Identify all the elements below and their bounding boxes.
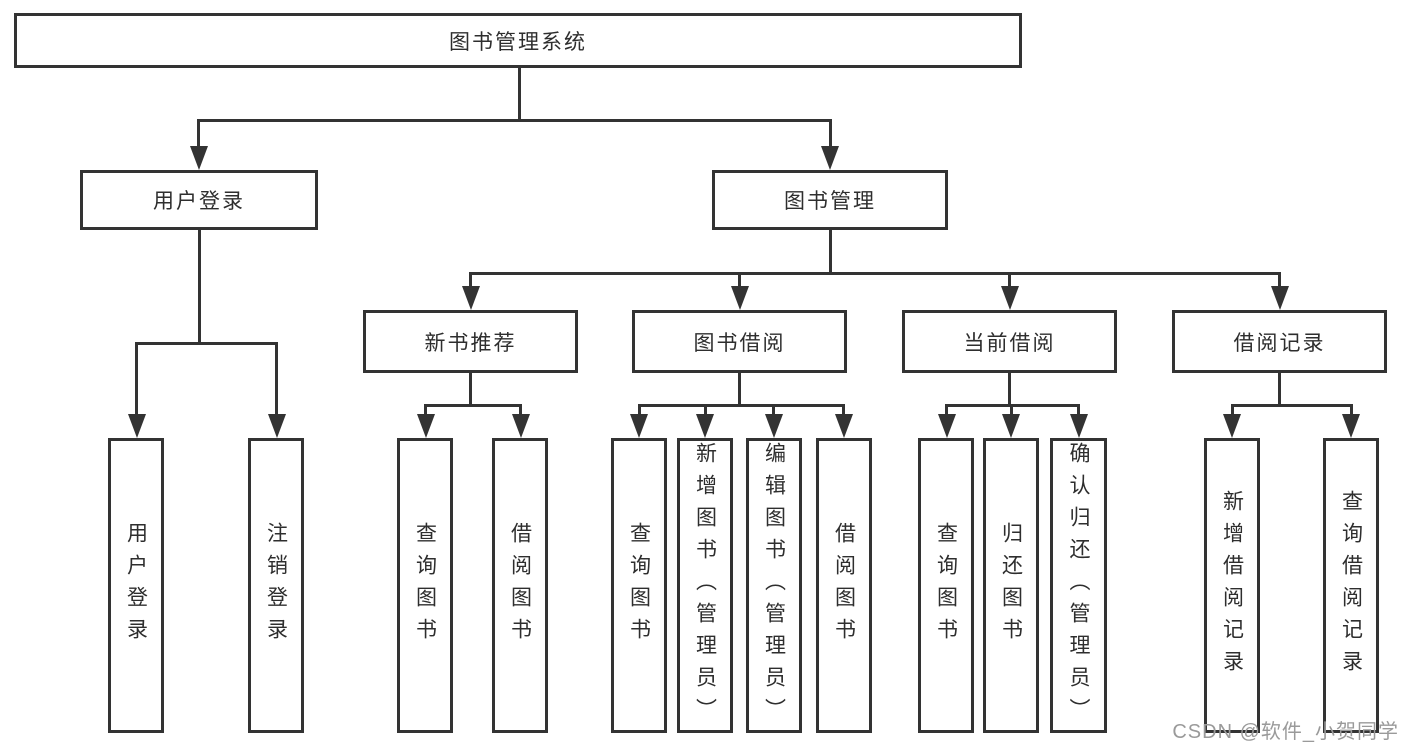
leaf-return-books: 归还图书 [983,438,1039,733]
leaf-label: 查询借阅记录 [1339,489,1363,682]
connector-l3-shaft [738,272,741,290]
connector-user-login-drop [198,230,201,344]
connector-l3-shaft [1008,272,1011,290]
node-book-borrowing: 图书借阅 [632,310,847,373]
node-new-book-recommend: 新书推荐 [363,310,578,373]
leaf-label: 编辑图书（管理员） [762,441,786,730]
arrow-down-icon [268,414,286,438]
arrow-down-icon [1002,414,1020,438]
arrow-down-icon [630,414,648,438]
connector-leaf-shaft [424,404,427,420]
arrow-down-icon [765,414,783,438]
connector-drop [1278,373,1281,407]
arrow-down-icon [1342,414,1360,438]
arrow-down-icon [1223,414,1241,438]
arrow-down-icon [696,414,714,438]
connector-leaf-shaft [1231,404,1234,420]
connector-drop [469,373,472,407]
connector-leaf-shaft [772,404,775,420]
node-library-management-system: 图书管理系统 [14,13,1022,68]
leaf-add-borrow-record: 新增借阅记录 [1204,438,1260,733]
arrow-down-icon [821,146,839,170]
connector-user-login-branch [135,342,278,345]
connector-l3-shaft [469,272,472,290]
leaf-label: 注销登录 [264,521,288,650]
arrow-down-icon [1001,286,1019,310]
leaf-label: 借阅图书 [508,521,532,650]
arrow-down-icon [835,414,853,438]
arrow-down-icon [1271,286,1289,310]
leaf-borrow-books-recommend: 借阅图书 [492,438,548,733]
connector-book-mgmt-branch [469,272,1281,275]
connector-l3-shaft [1278,272,1281,290]
leaf-label: 查询图书 [413,521,437,650]
arrow-down-icon [512,414,530,438]
node-book-management: 图书管理 [712,170,948,230]
connector-leaf-shaft [638,404,641,420]
leaf-label: 归还图书 [999,521,1023,650]
node-user-login: 用户登录 [80,170,318,230]
leaf-logout: 注销登录 [248,438,304,733]
leaf-label: 新增借阅记录 [1220,489,1244,682]
leaf-label: 确认归还（管理员） [1067,441,1090,730]
leaf-label: 查询图书 [627,521,651,650]
connector-book-mgmt-shaft [829,119,832,149]
leaf-edit-books-admin: 编辑图书（管理员） [746,438,802,733]
leaf-label: 新增图书（管理员） [693,441,717,730]
connector-leaf-shaft [519,404,522,420]
leaf-label: 查询图书 [934,521,958,650]
arrow-down-icon [1070,414,1088,438]
connector-leaf-shaft [842,404,845,420]
leaf-borrow-books: 借阅图书 [816,438,872,733]
arrow-down-icon [190,146,208,170]
connector-user-login-shaft [197,119,200,149]
leaf-label: 借阅图书 [832,521,856,650]
leaf-query-borrow-record: 查询借阅记录 [1323,438,1379,733]
node-current-borrowing: 当前借阅 [902,310,1117,373]
node-borrowing-records: 借阅记录 [1172,310,1387,373]
arrow-down-icon [417,414,435,438]
leaf-label: 用户登录 [124,521,148,650]
connector-leaf-shaft [1077,404,1080,420]
connector-book-mgmt-drop [829,230,832,275]
arrow-down-icon [128,414,146,438]
leaf-query-books-borrowing: 查询图书 [611,438,667,733]
connector-branch [638,404,845,407]
connector-leaf-shaft [135,342,138,418]
arrow-down-icon [938,414,956,438]
leaf-confirm-return-admin: 确认归还（管理员） [1050,438,1107,733]
leaf-user-login: 用户登录 [108,438,164,733]
connector-root-branch [197,119,832,122]
csdn-watermark: CSDN @软件_小贺同学 [1172,721,1399,743]
connector-leaf-shaft [1350,404,1353,420]
connector-drop [1008,373,1011,407]
connector-leaf-shaft [704,404,707,420]
leaf-query-books-current: 查询图书 [918,438,974,733]
connector-leaf-shaft [945,404,948,420]
leaf-add-books-admin: 新增图书（管理员） [677,438,733,733]
arrow-down-icon [731,286,749,310]
leaf-query-books-recommend: 查询图书 [397,438,453,733]
arrow-down-icon [462,286,480,310]
connector-branch [424,404,522,407]
connector-drop [738,373,741,407]
connector-branch [1231,404,1353,407]
connector-leaf-shaft [1010,404,1013,420]
connector-root-drop [518,66,521,122]
connector-leaf-shaft [275,342,278,418]
